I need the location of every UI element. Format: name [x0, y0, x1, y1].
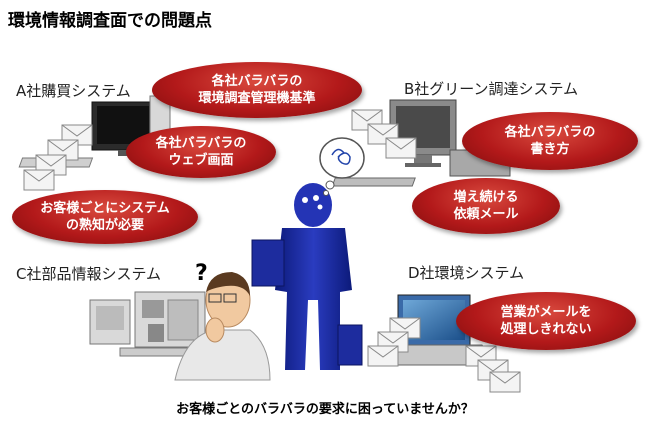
bubble-line: お客様ごとにシステム — [40, 201, 170, 216]
bubble-line: 環境調査管理機基準 — [198, 91, 316, 106]
bubble-line: 営業がメールを — [500, 305, 592, 320]
bubble-line: ウェブ画面 — [168, 153, 234, 168]
system-label-d: D社環境システム — [408, 264, 525, 282]
bubble-line: 処理しきれない — [500, 322, 592, 337]
bubble-familiarity: お客様ごとにシステム の熟知が必要 — [12, 190, 198, 244]
bubble-line: 各社バラバラの — [155, 136, 247, 151]
closing-question: お客様ごとのバラバラの要求に困っていませんか？ — [176, 402, 474, 417]
svg-text:?: ? — [195, 261, 208, 286]
bubble-line: 書き方 — [530, 142, 570, 157]
system-label-a: A社購買システム — [16, 82, 131, 100]
system-label-c: C社部品情報システム — [16, 265, 162, 283]
equipment-c-icon — [89, 291, 206, 357]
bubble-management-standard: 各社バラバラの 環境調査管理機基準 — [152, 62, 362, 118]
thought-bubble-icon — [319, 137, 365, 196]
system-label-b: B社グリーン調達システム — [404, 80, 579, 98]
bubble-increasing-requests: 増え続ける 依頼メール — [412, 178, 560, 234]
bubble-line: 各社バラバラの — [211, 74, 303, 89]
bubble-line: 各社バラバラの — [504, 125, 596, 140]
page-title: 環境情報調査面での問題点 — [8, 11, 212, 31]
bubble-line: の熟知が必要 — [65, 218, 144, 233]
bubble-web-screen: 各社バラバラの ウェブ画面 — [126, 126, 276, 178]
bubble-sales-overload: 営業がメールを 処理しきれない — [456, 292, 636, 350]
thinking-man-icon: ? — [174, 261, 271, 381]
bubble-writing-style: 各社バラバラの 書き方 — [462, 112, 638, 170]
bubble-line: 増え続ける — [453, 190, 519, 205]
bubble-line: 依頼メール — [453, 207, 519, 222]
businessman-icon — [251, 183, 363, 370]
